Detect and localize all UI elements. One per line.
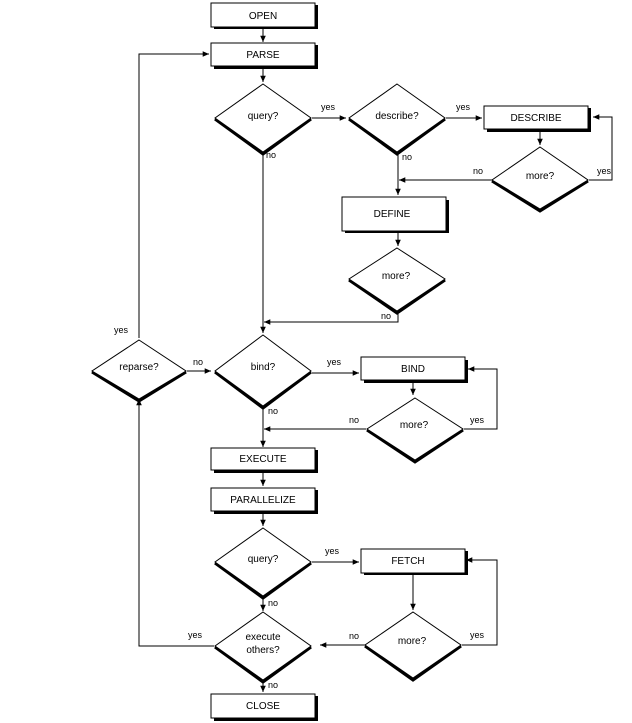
decision-more4: more? bbox=[364, 611, 462, 682]
decision-more4-label: more? bbox=[398, 636, 427, 647]
decision-more2: more? bbox=[348, 247, 446, 315]
label-query2-yes: yes bbox=[325, 546, 340, 556]
label-more4-no: no bbox=[349, 631, 359, 641]
decision-execute-others-label-line2: others? bbox=[246, 645, 280, 656]
edge-more1-loop-yes bbox=[589, 114, 613, 181]
decision-more3-label: more? bbox=[400, 420, 429, 431]
node-close-label: CLOSE bbox=[246, 701, 280, 712]
label-execothers-no: no bbox=[268, 680, 278, 690]
edge-reparse-yes bbox=[138, 51, 209, 338]
edge-execothers-yes bbox=[136, 399, 214, 647]
decision-query2-label: query? bbox=[248, 554, 279, 565]
decision-bind-label: bind? bbox=[251, 362, 276, 373]
label-describeq-yes: yes bbox=[456, 102, 471, 112]
edges bbox=[136, 27, 613, 692]
node-parallelize-label: PARALLELIZE bbox=[230, 495, 296, 506]
label-more4-yes: yes bbox=[470, 630, 485, 640]
node-open: OPEN bbox=[210, 2, 318, 29]
node-parallelize: PARALLELIZE bbox=[210, 487, 318, 514]
decision-more2-label: more? bbox=[382, 271, 411, 282]
decision-reparse: reparse? bbox=[91, 339, 187, 403]
label-describeq-no: no bbox=[402, 152, 412, 162]
edge-more2-no bbox=[264, 312, 399, 325]
label-more3-yes: yes bbox=[470, 415, 485, 425]
node-define: DEFINE bbox=[341, 196, 449, 233]
node-parse: PARSE bbox=[210, 42, 318, 69]
label-more3-no: no bbox=[349, 415, 359, 425]
node-fetch: FETCH bbox=[360, 548, 468, 575]
node-execute: EXECUTE bbox=[210, 447, 318, 473]
node-execute-label: EXECUTE bbox=[239, 454, 287, 465]
label-query1-no: no bbox=[266, 150, 276, 160]
label-execothers-yes: yes bbox=[188, 630, 203, 640]
decision-more1-label: more? bbox=[526, 171, 555, 182]
label-more2-no: no bbox=[381, 311, 391, 321]
decision-reparse-label: reparse? bbox=[119, 362, 159, 373]
label-reparse-no: no bbox=[193, 357, 203, 367]
node-bind-label: BIND bbox=[401, 364, 425, 375]
node-parse-label: PARSE bbox=[246, 50, 279, 61]
decision-execute-others: execute others? bbox=[214, 611, 312, 684]
label-query1-yes: yes bbox=[321, 102, 336, 112]
node-open-label: OPEN bbox=[249, 11, 277, 22]
label-bindq-yes: yes bbox=[327, 357, 342, 367]
node-describe: DESCRIBE bbox=[483, 105, 591, 132]
decision-describe-label: describe? bbox=[375, 111, 419, 122]
node-fetch-label: FETCH bbox=[391, 556, 424, 567]
decision-execute-others-label-line1: execute bbox=[245, 632, 280, 643]
label-reparse-yes: yes bbox=[114, 325, 129, 335]
decision-describe: describe? bbox=[348, 83, 446, 156]
node-describe-label: DESCRIBE bbox=[510, 113, 561, 124]
label-bindq-no: no bbox=[268, 406, 278, 416]
edge-labels: yes yes no no no yes no yes no yes no no… bbox=[114, 102, 612, 690]
decision-more3: more? bbox=[366, 397, 464, 464]
decision-bind: bind? bbox=[214, 334, 312, 410]
edge-more4-loop-yes bbox=[462, 557, 498, 646]
decision-query1-label: query? bbox=[248, 111, 279, 122]
edge-more3-loop-yes bbox=[464, 366, 498, 430]
decision-query2: query? bbox=[214, 527, 312, 600]
node-bind: BIND bbox=[360, 356, 468, 383]
label-query2-no: no bbox=[268, 598, 278, 608]
decision-more1: more? bbox=[491, 146, 589, 213]
node-close: CLOSE bbox=[210, 693, 318, 721]
decision-query1: query? bbox=[214, 83, 312, 156]
label-more1-no: no bbox=[473, 166, 483, 176]
label-more1-yes: yes bbox=[597, 166, 612, 176]
node-define-label: DEFINE bbox=[374, 209, 411, 220]
